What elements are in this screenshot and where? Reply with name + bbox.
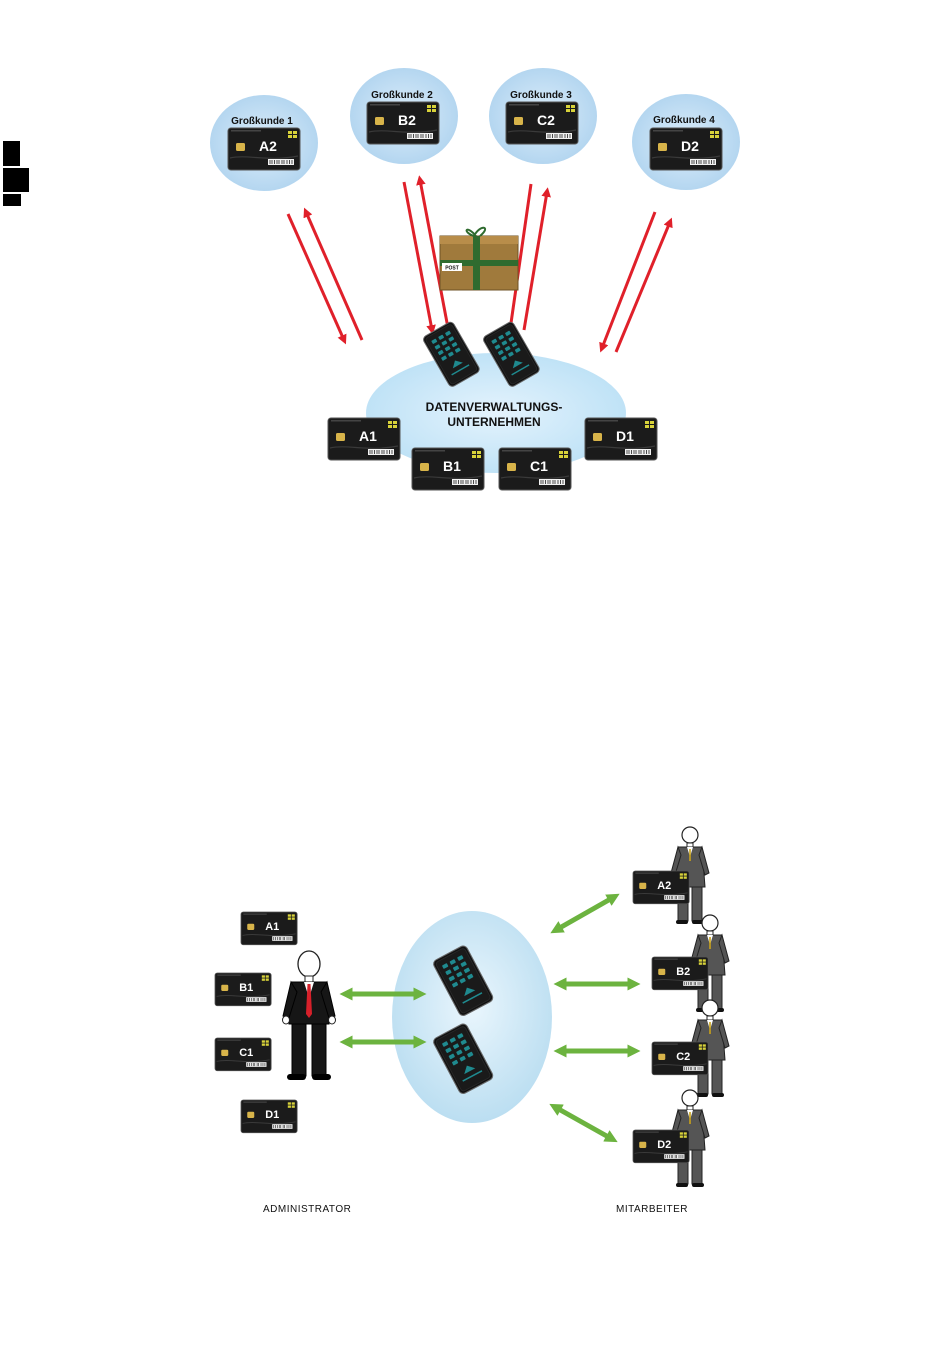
smart-card-C1-admin: C1 (215, 1038, 271, 1071)
smart-card-A2-employee: A2 (633, 871, 689, 904)
svg-text:B1: B1 (443, 458, 461, 474)
svg-text:B1: B1 (239, 982, 253, 994)
customer-title-1: Großkunde 1 (231, 116, 293, 127)
post-package: POST (440, 228, 518, 290)
customer-title-4: Großkunde 4 (653, 115, 715, 126)
svg-text:D1: D1 (616, 428, 634, 444)
svg-text:B2: B2 (676, 966, 690, 978)
smart-card-C1-top: C1 (499, 448, 571, 490)
arrow-hdd-employee-4 (555, 1107, 612, 1139)
svg-text:C2: C2 (676, 1051, 690, 1063)
smart-card-D1-admin: D1 (241, 1100, 297, 1133)
svg-text:A2: A2 (259, 138, 277, 154)
smart-card-D2-top: D2 (650, 128, 722, 170)
top-diagram: Großkunde 1 Großkunde 2 Großkunde 3 Groß… (210, 68, 740, 490)
svg-text:C2: C2 (537, 112, 555, 128)
svg-text:B2: B2 (398, 112, 416, 128)
arrow-to-company-2 (404, 182, 432, 330)
svg-text:A1: A1 (359, 428, 377, 444)
administrator-label: ADMINISTRATOR (263, 1204, 351, 1215)
svg-text:D2: D2 (681, 138, 699, 154)
smart-card-B2-employee: B2 (652, 957, 708, 990)
svg-text:D1: D1 (265, 1109, 279, 1121)
arrow-hdd-employee-1 (556, 897, 614, 930)
smart-card-C2-employee: C2 (652, 1042, 708, 1075)
bottom-diagram: A1 B1 C1 D1 (215, 827, 729, 1187)
svg-text:D2: D2 (657, 1139, 671, 1151)
smart-card-A1-admin: A1 (241, 912, 297, 945)
svg-text:C1: C1 (239, 1047, 253, 1059)
administrator-figure (283, 951, 336, 1080)
smart-card-B1-admin: B1 (215, 973, 271, 1006)
post-label: POST (445, 266, 459, 272)
smart-card-B2-top: B2 (367, 102, 439, 144)
smart-card-A2-top: A2 (228, 128, 300, 170)
customer-title-3: Großkunde 3 (510, 90, 572, 101)
svg-text:A1: A1 (265, 921, 279, 933)
smart-card-A1-top: A1 (328, 418, 400, 460)
smart-card-D1-top: D1 (585, 418, 657, 460)
smart-card-D2-employee: D2 (633, 1130, 689, 1163)
storage-oval (392, 911, 552, 1123)
smart-card-B1-top: B1 (412, 448, 484, 490)
svg-text:C1: C1 (530, 458, 548, 474)
employee-label: MITARBEITER (616, 1204, 688, 1215)
customer-title-2: Großkunde 2 (371, 90, 433, 101)
company-label-line1: DATENVERWALTUNGS- (426, 400, 563, 414)
svg-text:A2: A2 (657, 880, 671, 892)
company-label-line2: UNTERNEHMEN (447, 415, 540, 429)
smart-card-C2-top: C2 (506, 102, 578, 144)
